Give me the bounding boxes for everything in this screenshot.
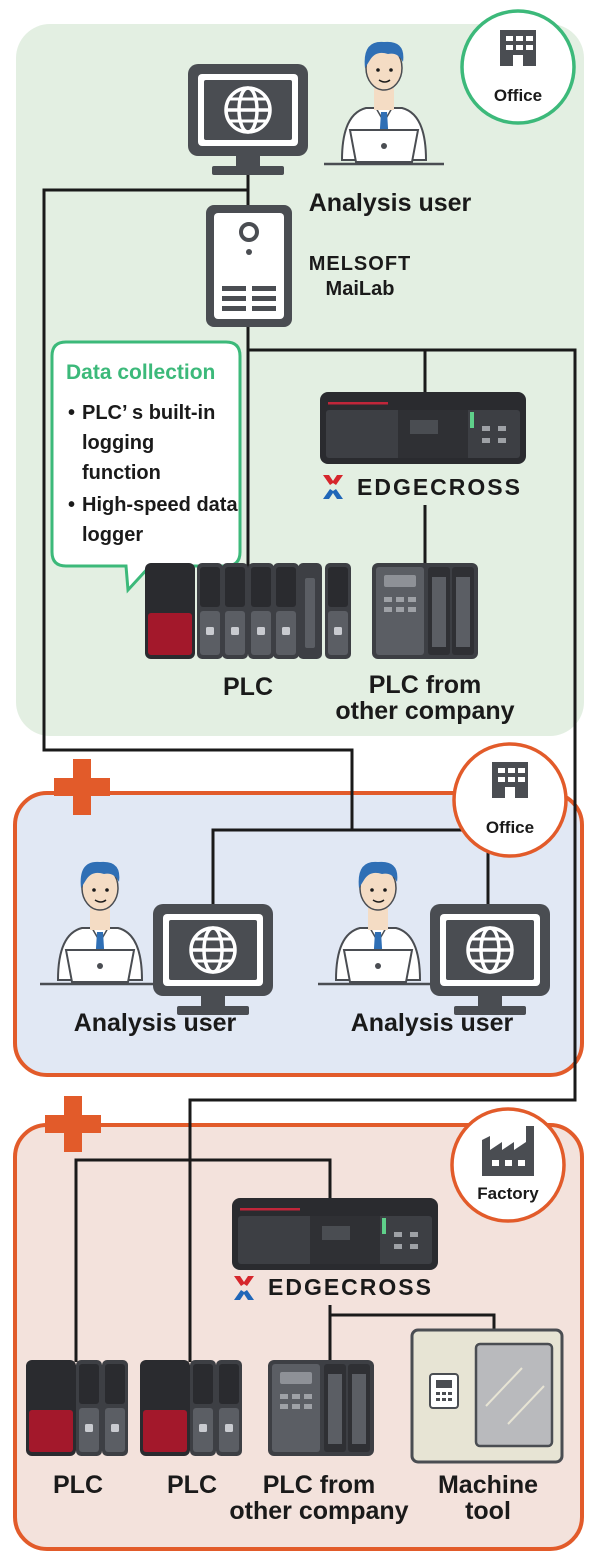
- office-badge-label: Office: [493, 86, 543, 105]
- plc-other-label-line2: other company: [229, 1497, 409, 1525]
- plc-label: PLC: [53, 1471, 103, 1499]
- edgecross-device: [320, 392, 526, 464]
- machine-tool-icon: [410, 1328, 564, 1464]
- plc-other-label-line1: PLC from: [368, 671, 482, 699]
- office-badge-label: Office: [485, 818, 535, 837]
- edgecross-label: EDGECROSS: [357, 474, 522, 500]
- factory-badge: [450, 1107, 566, 1223]
- building-icon: [500, 30, 536, 66]
- other-company-plc-factory: [268, 1360, 374, 1456]
- plc-top: [145, 563, 351, 659]
- plc-factory-2: [140, 1360, 242, 1456]
- analysis-user-label: Analysis user: [308, 189, 472, 217]
- analysis-user-label: Analysis user: [73, 1009, 237, 1037]
- network-lines: [42, 155, 577, 1362]
- plc-other-label-line1: PLC from: [262, 1471, 376, 1499]
- other-company-plc-top: [372, 563, 478, 659]
- server-icon: [206, 205, 292, 327]
- office-zone-bottom: [13, 791, 584, 1077]
- software-name-line1: MELSOFT: [308, 253, 412, 275]
- bubble-title: Data collection: [66, 361, 216, 384]
- plc-label: PLC: [167, 1471, 217, 1499]
- data-collection-bubble: [50, 340, 242, 594]
- bubble-bullet: •PLC’ s built-in logging function: [68, 402, 216, 484]
- office-badge-top: [460, 9, 576, 125]
- machine-tool-label-line2: tool: [465, 1497, 511, 1525]
- building-icon: [492, 762, 528, 798]
- office-badge-bottom: [452, 742, 568, 858]
- analysis-user-label: Analysis user: [350, 1009, 514, 1037]
- plc-other-label-line2: other company: [335, 697, 515, 725]
- machine-tool-label-line1: Machine: [437, 1471, 539, 1499]
- software-name-line2: MaiLab: [325, 278, 395, 300]
- plc-factory-1: [26, 1360, 128, 1456]
- edgecross-device: [232, 1198, 438, 1270]
- factory-badge-label: Factory: [477, 1184, 539, 1203]
- bubble-bullet: •High-speed data logger: [68, 494, 238, 546]
- plc-label: PLC: [223, 673, 273, 701]
- edgecross-label: EDGECROSS: [268, 1274, 433, 1300]
